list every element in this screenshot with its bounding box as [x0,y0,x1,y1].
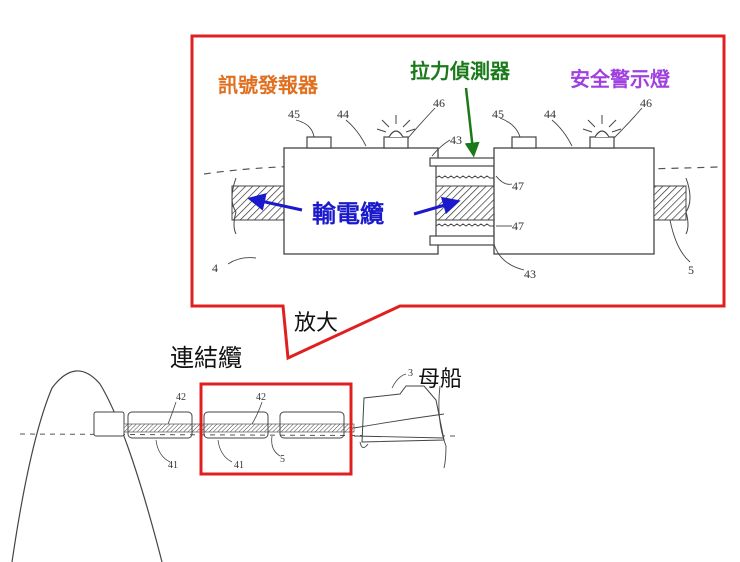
ref-46-left: 46 [433,96,445,110]
ref-3-ship: 3 [408,368,413,379]
ref-41-left: 41 [168,460,178,471]
ref-47-lower: 47 [512,219,524,233]
ref-43-bottom: 43 [524,267,536,281]
ref-45-left: 45 [288,107,300,121]
ref-5-mid: 5 [280,454,285,465]
power-cable-arrow-left [247,193,303,212]
ref-42-mid: 42 [256,392,266,403]
ref-47-upper: 47 [512,179,524,193]
wave-curve [11,370,163,562]
power-cable-arrow-right [413,196,461,216]
module-41-b [203,411,269,439]
cable-segment-right [653,185,687,221]
detector-cap-bottom [429,235,500,246]
ref-44-left: 44 [337,107,349,121]
detector-cap-top [429,157,500,167]
overview-diagram: 42 41 42 41 5 3 連結纜 母船 [11,344,462,562]
label-zoom: 放大 [294,311,338,336]
warning-light-46-left [383,136,409,149]
callout-border [190,34,726,361]
ref-5: 5 [688,263,694,277]
callout-detail: 45 44 46 43 45 44 46 47 47 43 4 5 訊號發報器 … [203,59,719,281]
ref-41-mid: 41 [234,460,244,471]
transmitter-45-right [511,136,537,149]
spring-47-bottom [435,223,494,227]
label-connecting-cable: 連結纜 [170,344,242,372]
label-power-cable: 輸電纜 [312,200,384,228]
label-mother-ship: 母船 [418,367,462,392]
module-41-c [279,411,345,439]
signal-module-left [283,147,439,255]
spring-47-top [435,175,494,179]
label-warning-light: 安全警示燈 [570,67,671,91]
ref-43-top: 43 [450,133,462,147]
tension-detector-arrow [464,87,480,158]
module-41-a [127,411,193,439]
overview-cable [123,423,355,433]
end-float [93,411,125,437]
label-signal-transmitter: 訊號發報器 [218,73,319,97]
signal-module-right [493,147,655,255]
transmitter-45-left [306,136,332,149]
ref-4: 4 [212,261,218,275]
zoom-highlight-box [199,382,353,476]
mother-ship-hull [361,385,445,443]
ref-46-right: 46 [640,96,652,110]
overview-water-line [19,433,461,437]
cable-in-detector [435,185,495,221]
label-tension-detector: 拉力偵測器 [410,59,511,83]
ref-42-left: 42 [176,392,186,403]
ref-45-right: 45 [492,107,504,121]
warning-light-46-right [589,136,615,149]
ref-44-right: 44 [544,107,556,121]
